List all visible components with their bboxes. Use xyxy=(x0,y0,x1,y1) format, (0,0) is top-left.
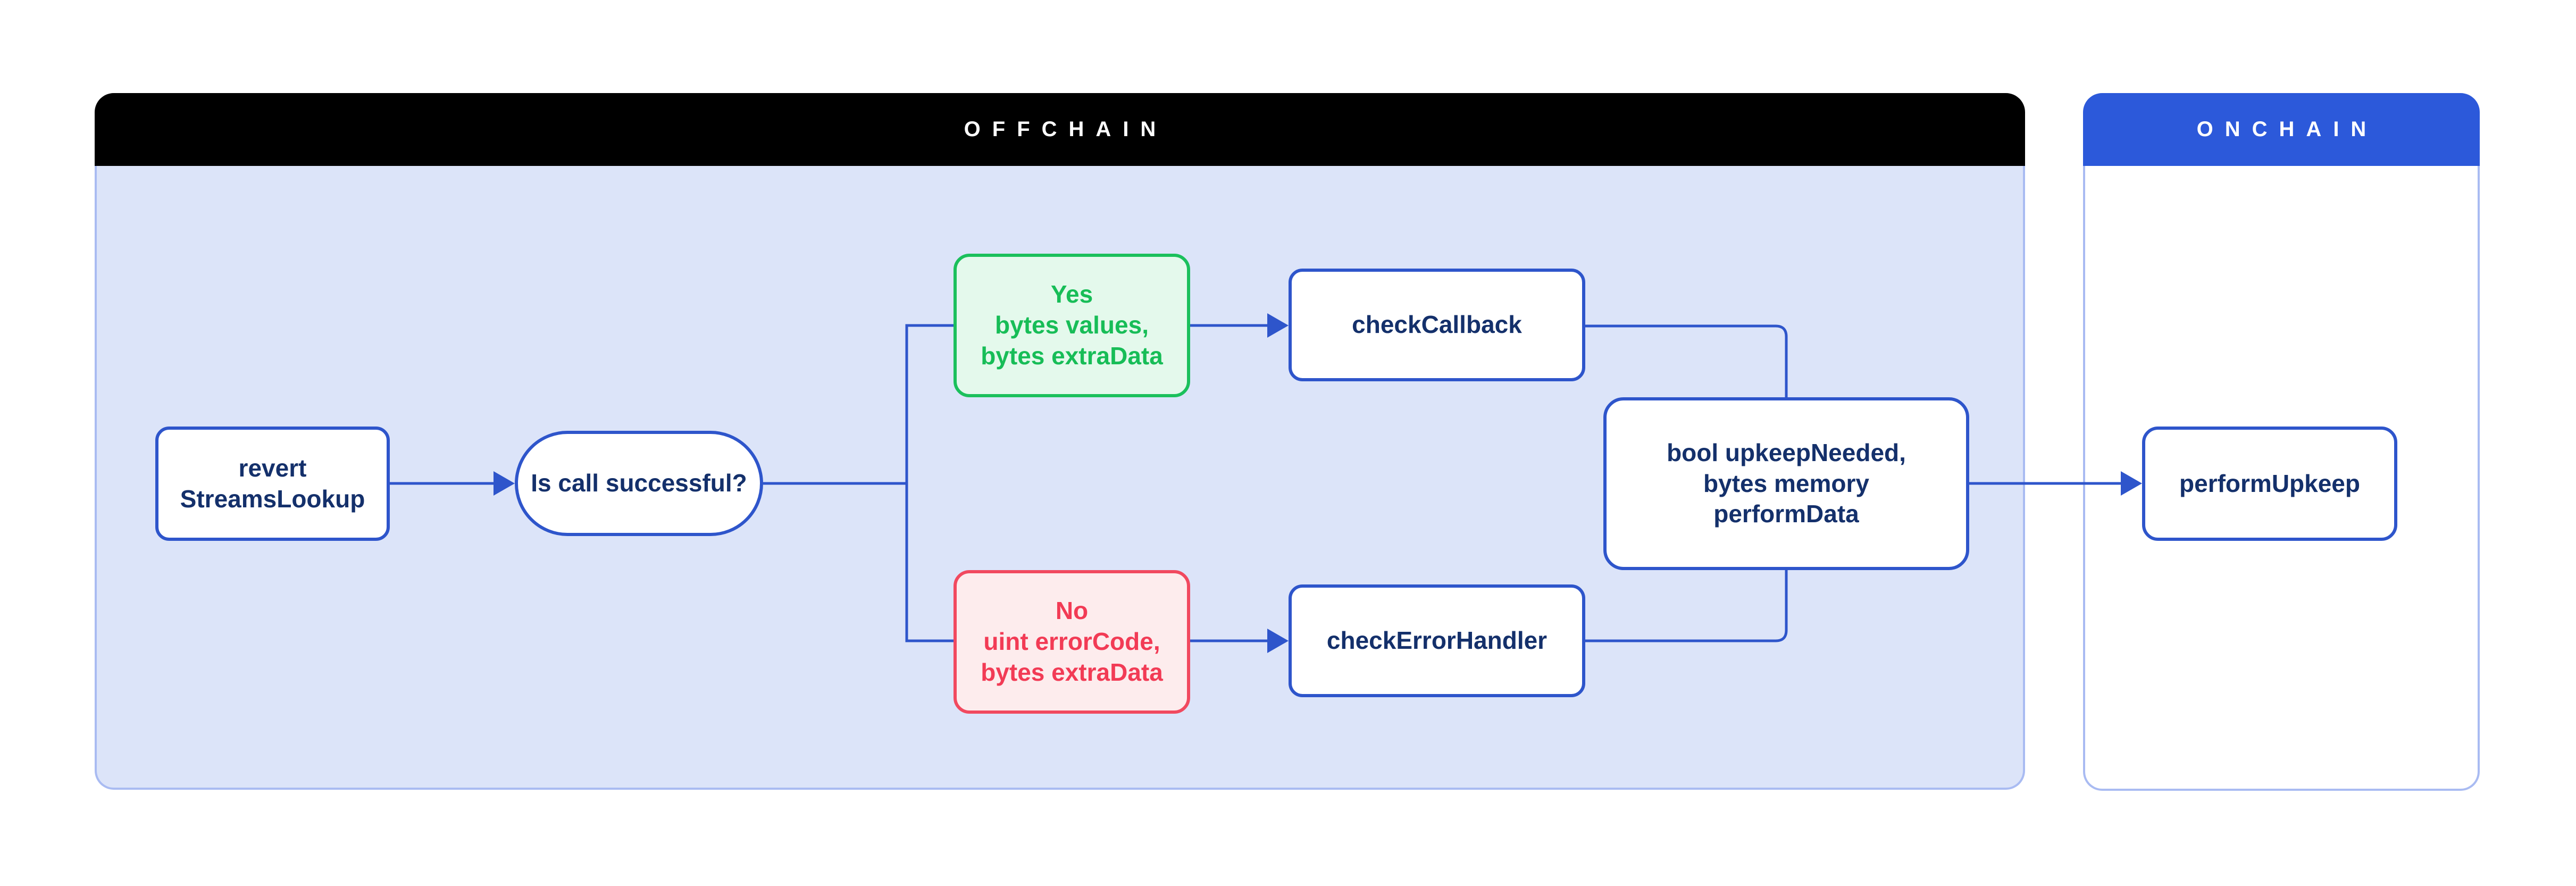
arrowhead-into-checkerrorhandler xyxy=(1267,629,1289,653)
edge-checkcallback-to-upkeep xyxy=(1585,324,1788,397)
node-yes-branch: Yes bytes values, bytes extraData xyxy=(954,254,1190,397)
node-check-error-handler: checkErrorHandler xyxy=(1289,584,1585,697)
node-is-call-successful: Is call successful? xyxy=(515,431,763,536)
node-check-callback-label: checkCallback xyxy=(1352,311,1522,339)
node-perform-upkeep-label: performUpkeep xyxy=(2179,469,2360,497)
offchain-panel-header: OFFCHAIN xyxy=(95,93,2025,166)
node-no-branch: No uint errorCode, bytes extraData xyxy=(954,570,1190,714)
arrowhead-into-performupkeep xyxy=(2121,471,2142,496)
node-check-error-handler-label: checkErrorHandler xyxy=(1326,626,1548,655)
node-revert-streamslookup: revert StreamsLookup xyxy=(155,427,390,541)
node-check-callback: checkCallback xyxy=(1289,269,1585,381)
node-upkeep-result: bool upkeepNeeded, bytes memory performD… xyxy=(1603,397,1969,570)
node-decision-label: Is call successful? xyxy=(531,469,747,497)
edge-branch-fork xyxy=(905,324,954,642)
onchain-title: ONCHAIN xyxy=(2196,118,2378,141)
onchain-panel-header: ONCHAIN xyxy=(2083,93,2480,166)
arrowhead-into-checkcallback xyxy=(1267,313,1289,338)
node-revert-label: revert StreamsLookup xyxy=(180,454,365,513)
node-yes-label: Yes bytes values, bytes extraData xyxy=(981,280,1163,370)
offchain-title: OFFCHAIN xyxy=(964,118,1168,141)
node-upkeep-result-label: bool upkeepNeeded, bytes memory performD… xyxy=(1667,438,1906,528)
node-perform-upkeep: performUpkeep xyxy=(2142,427,2397,541)
node-no-label: No uint errorCode, bytes extraData xyxy=(981,597,1163,686)
arrowhead-into-decision xyxy=(494,471,515,496)
edge-checkerrorhandler-to-upkeep xyxy=(1585,570,1788,642)
